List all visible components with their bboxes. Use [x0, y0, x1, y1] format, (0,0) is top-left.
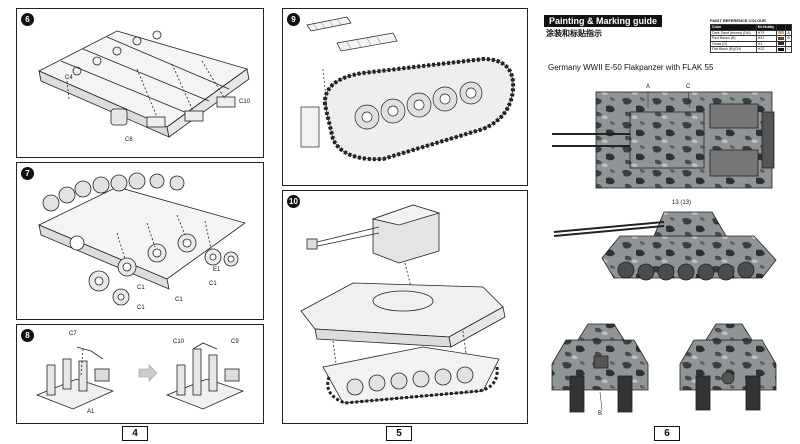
camo-marker-a: A [646, 84, 651, 90]
part-label: C10 [239, 99, 251, 105]
header-cell: Color [710, 24, 757, 31]
part-label: C6 [125, 137, 133, 143]
paint-letter: C [785, 46, 792, 53]
step-number-badge: 9 [287, 13, 300, 26]
vehicle-title: Germany WWII E-50 Flakpanzer with FLAK 5… [548, 63, 714, 72]
camo-marker-c: C [686, 84, 691, 90]
step-number-badge: 7 [21, 167, 34, 180]
step-9-panel: 9 [282, 8, 528, 186]
tank-top-view [551, 91, 777, 413]
step-number-badge: 10 [287, 195, 300, 208]
paint-row: Flat Black (B)(CH) H12 C [710, 46, 792, 53]
part-label: C7 [69, 331, 77, 337]
paint-reference-table: PAINT REFERENCE COLOUR Color Mr.Hobby Da… [710, 18, 792, 53]
part-label: C1 [137, 285, 145, 291]
part-label: C4 [65, 75, 73, 81]
part-label: E1 [213, 267, 221, 273]
final-assembly-drawing [300, 204, 506, 405]
tracks-drawing [300, 16, 516, 162]
part-label: C9 [231, 339, 239, 345]
part-label: C1 [175, 297, 183, 303]
guide-title: Painting & Marking guide [544, 15, 663, 27]
instruction-page-5: 9 10 [268, 0, 530, 444]
instruction-page-4: 6 C4 C6 C10 7 [0, 0, 268, 444]
step-7-panel: 7 C1 C1 C1 [16, 162, 264, 320]
step-10-panel: 10 [282, 190, 528, 424]
camo-marker-b: B [598, 411, 603, 417]
painting-guide-page-6: Painting & Marking guide 涂装和标贴指示 PAINT R… [530, 0, 800, 444]
part-label: C1 [137, 305, 145, 311]
page-number: 4 [122, 426, 148, 441]
paint-reference-heading: PAINT REFERENCE COLOUR [710, 18, 766, 23]
hull-bottom-drawing [38, 30, 250, 138]
step-6-panel: 6 C4 C6 C10 [16, 8, 264, 158]
pedal-assembly-drawing [35, 342, 245, 410]
decal-number: 13 (13) [672, 200, 692, 206]
paint-swatch [776, 46, 787, 53]
header-cell [785, 24, 792, 31]
guide-title-cn: 涂装和标贴指示 [546, 29, 602, 38]
header-cell [776, 24, 787, 31]
page-number: 5 [386, 426, 412, 441]
part-label: C10 [173, 339, 185, 345]
page-number: 6 [654, 426, 680, 441]
step-number-badge: 6 [21, 13, 34, 26]
step-8-panel: 8 C7 A1 C10 C9 [16, 324, 264, 424]
step-number-badge: 8 [21, 329, 34, 342]
paint-table-header: Color Mr.Hobby [710, 24, 792, 31]
running-gear-drawing [38, 172, 246, 306]
part-label: C1 [209, 281, 217, 287]
paint-name: Flat Black (B)(CH) [710, 46, 757, 53]
part-label: A1 [87, 409, 95, 415]
